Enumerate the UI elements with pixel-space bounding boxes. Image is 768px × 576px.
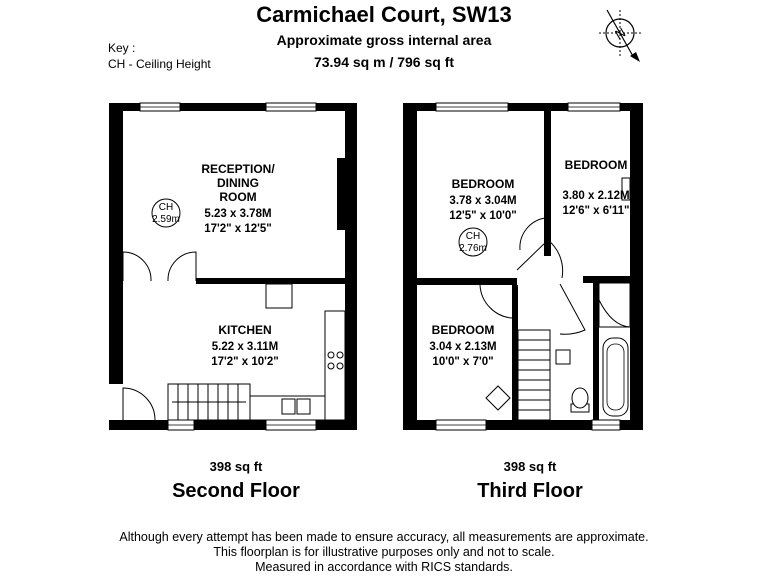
key-heading: Key : [108,41,136,55]
wall [345,103,357,430]
entry-door [122,387,156,421]
room-metric: 3.04 x 2.13M [429,341,496,353]
third-floor-name: Third Floor [477,480,583,502]
window [591,419,621,431]
disclaimer-line: This floorplan is for illustrative purpo… [213,545,555,559]
alcove [621,177,631,201]
room-name: KITCHEN [218,323,271,337]
sink-icon [281,398,311,415]
room-imperial: 12'5" x 10'0" [449,210,517,222]
cupboard [485,385,511,411]
room-metric: 3.80 x 2.12M [562,190,629,202]
key-legend: Key : CH - Ceiling Height [108,40,211,72]
second-floor-name: Second Floor [172,480,300,502]
wall [417,278,517,285]
entry-opening [109,384,123,420]
hob-icon [327,351,344,370]
window [139,102,181,112]
room-metric: 5.23 x 3.78M [204,208,271,220]
chimney-breast [337,158,347,230]
second-floor-plan: CH 2.59m RECEPTION/ DINING ROOM 5.23 x 3… [109,102,357,431]
double-door [122,251,152,282]
third-floor-area: 398 sq ft [503,459,557,474]
ceiling-height-badge [151,198,181,228]
cupboard [265,283,293,309]
ceiling-height-label: CH [159,202,173,213]
wall [403,420,643,430]
page-title: Carmichael Court, SW13 [256,2,512,27]
shower-icon [598,282,631,328]
wall [109,103,357,111]
wall [583,276,630,283]
ceiling-height-badge [458,227,488,257]
staircase [517,329,551,421]
bathtub-icon [602,337,629,417]
wall [109,420,357,430]
window [435,102,509,112]
room-imperial: 12'6" x 6'11" [563,205,630,217]
room-name: DINING [217,176,259,190]
ceiling-height-value: 2.76m [459,243,487,254]
ceiling-height-label: CH [466,231,480,242]
wall [630,103,643,430]
wall [544,111,551,256]
wall [403,103,417,430]
third-floor-plan: CH 2.76m BEDROOM 3.78 x 3.04M 12'5" x 10… [403,102,643,431]
room-name: ROOM [219,190,256,204]
room-metric: 5.22 x 3.11M [212,341,279,353]
staircase [167,383,251,421]
room-metric: 3.78 x 3.04M [449,195,516,207]
ceiling-height-value: 2.59m [152,214,180,225]
disclaimer-line: Measured in accordance with RICS standar… [255,560,513,574]
room-imperial: 10'0" x 7'0" [432,356,493,368]
window [265,102,317,112]
wall [512,285,518,420]
room-imperial: 17'2" x 12'5" [204,223,272,235]
key-entry: CH - Ceiling Height [108,57,211,71]
room-name: RECEPTION/ [201,162,275,176]
wall [109,103,123,430]
toilet-icon [570,387,590,413]
window [167,419,195,431]
window [567,102,621,112]
total-area: 73.94 sq m / 796 sq ft [313,54,455,70]
wall [593,283,599,420]
washbasin-icon [555,349,571,365]
wall [196,278,347,284]
room-imperial: 17'2" x 10'2" [211,356,279,368]
room-name: BEDROOM [432,323,495,337]
room-name: BEDROOM [565,158,628,172]
second-floor-area: 398 sq ft [209,459,263,474]
window [435,419,487,431]
double-door [167,251,197,282]
window [265,419,317,431]
bedroom-door [479,284,513,319]
wall [403,103,643,111]
area-subtitle: Approximate gross internal area [276,32,492,48]
disclaimer-line: Although every attempt has been made to … [119,530,649,544]
chimney-breast [630,178,643,222]
disclaimer: Although every attempt has been made to … [0,530,768,575]
landing-door [516,239,564,279]
bathroom-door [559,283,586,335]
landing-door [519,217,549,251]
room-name: BEDROOM [452,177,515,191]
worktop [324,310,346,421]
north-arrow-icon: N [599,9,641,62]
